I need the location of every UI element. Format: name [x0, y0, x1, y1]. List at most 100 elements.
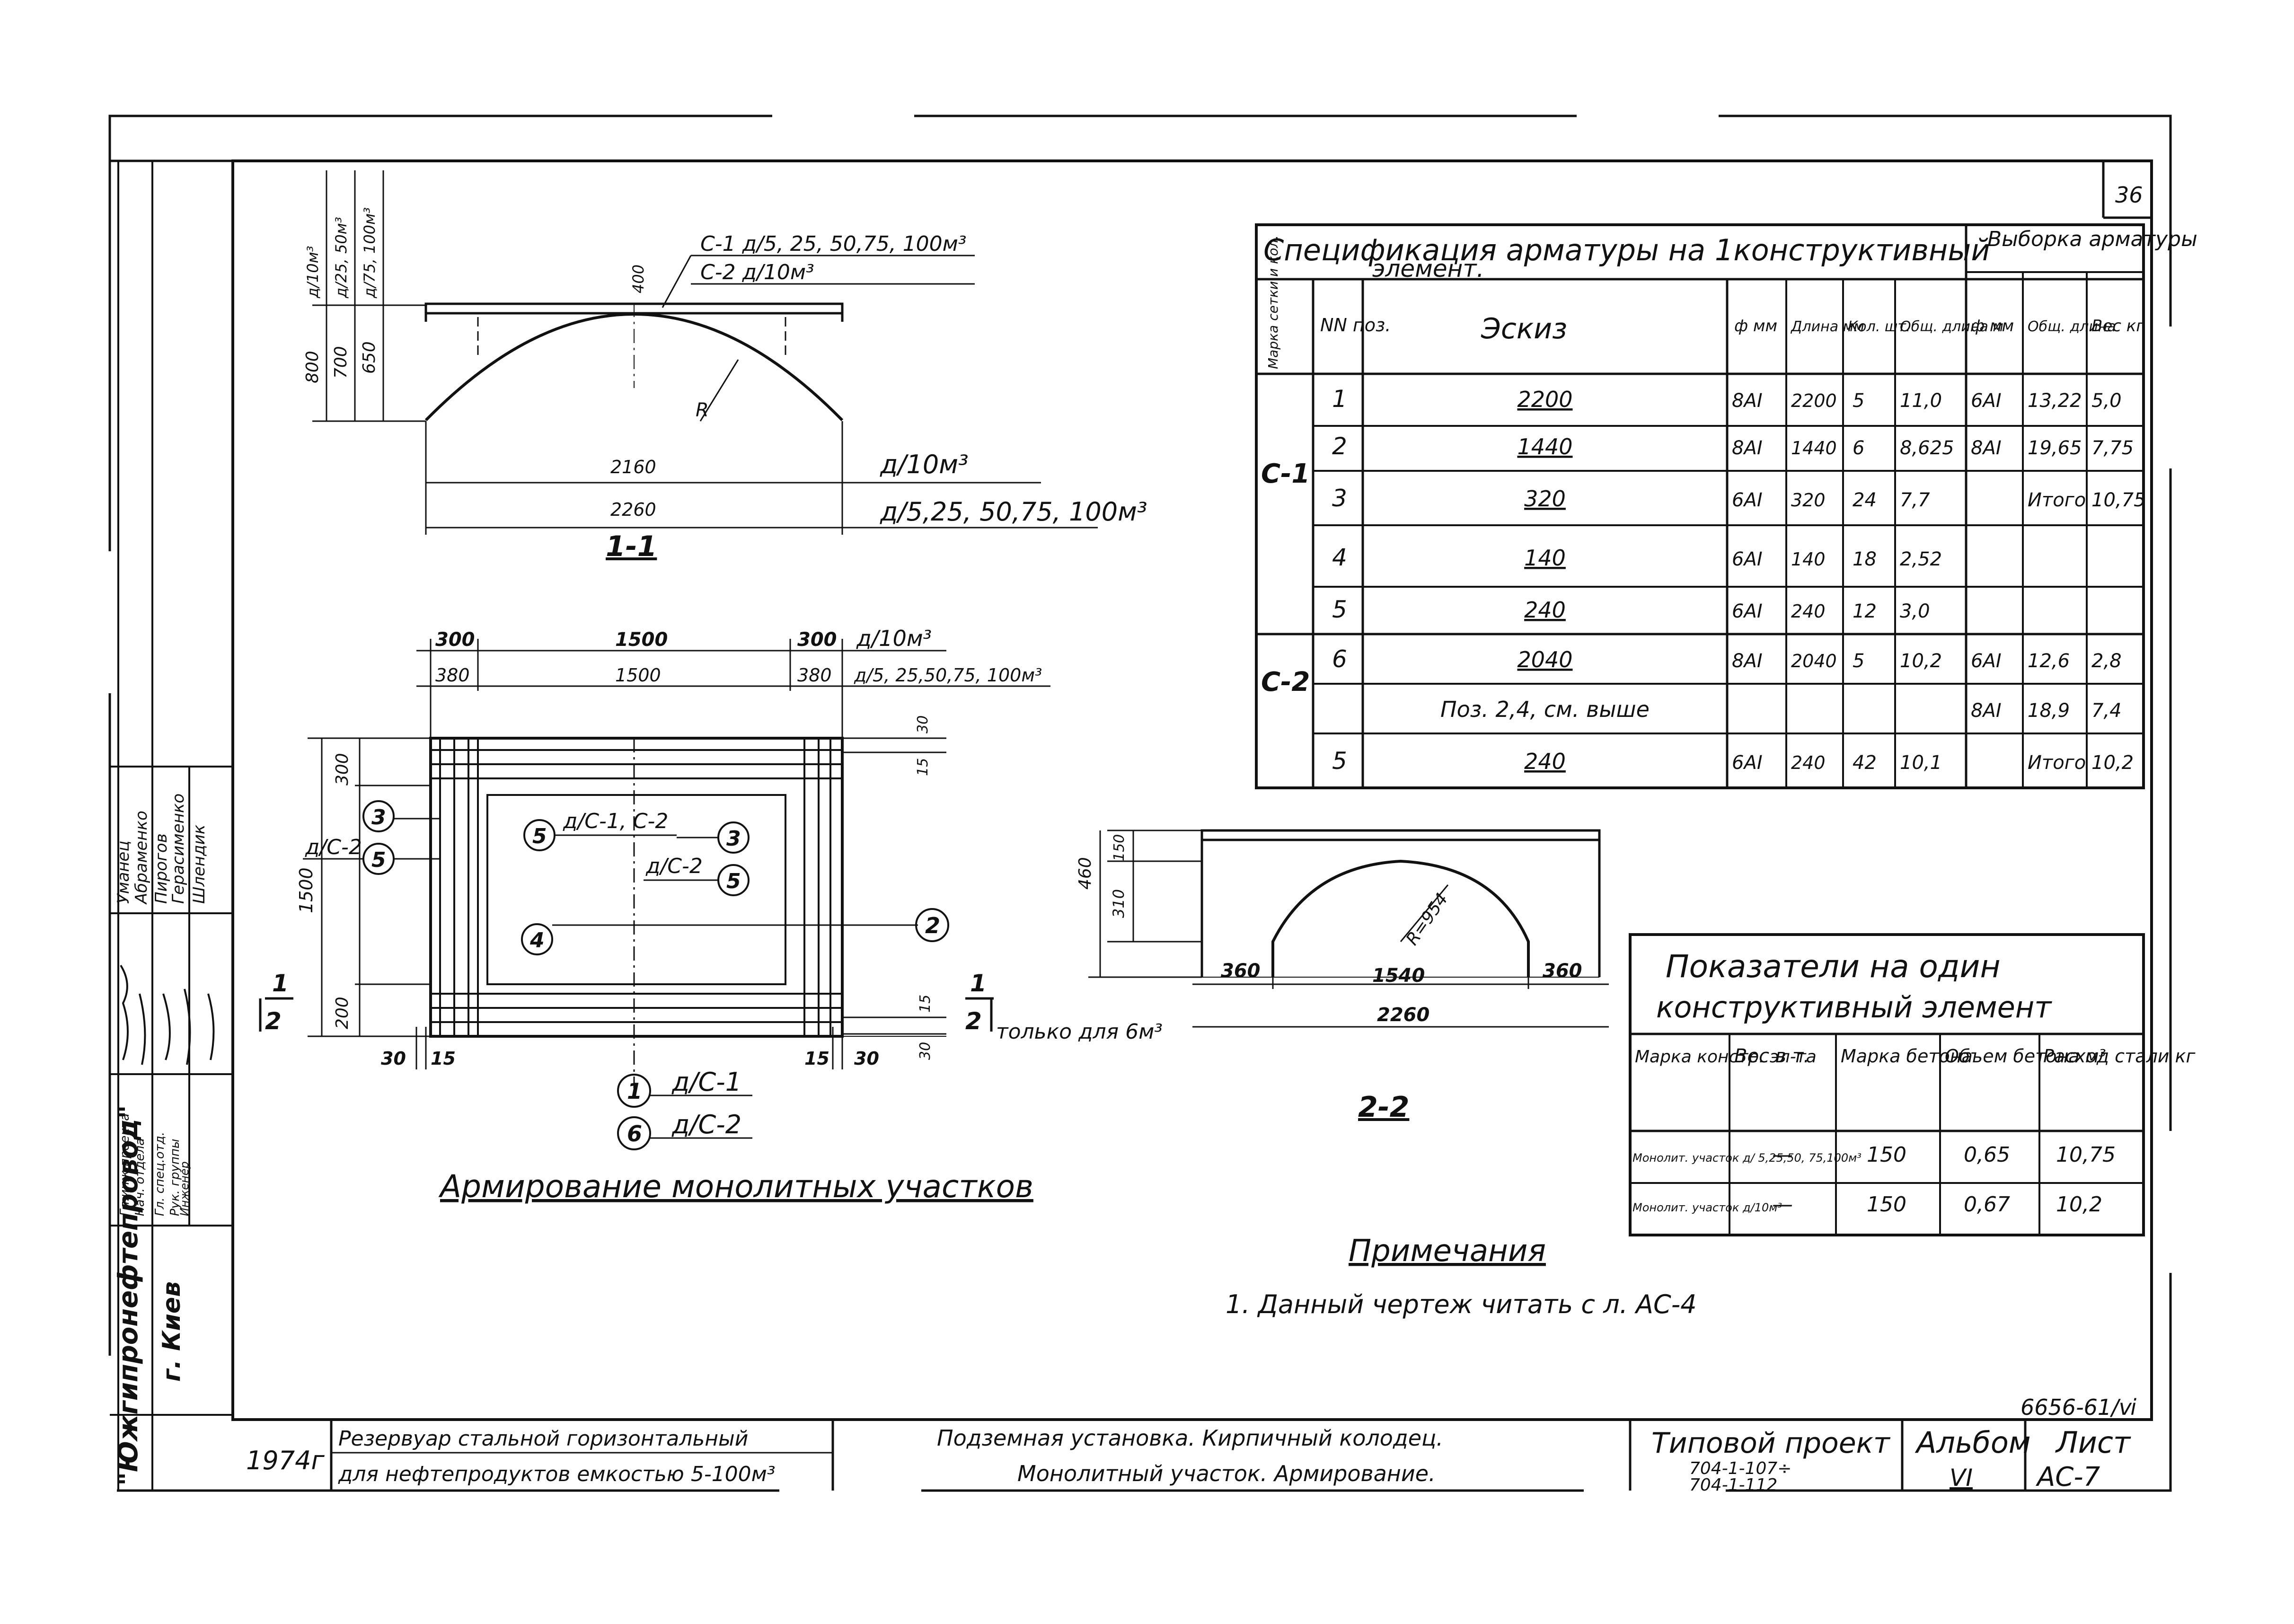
- spec-cell-total: 11,0: [1900, 390, 1942, 412]
- spec-cell-len: 140: [1791, 549, 1826, 570]
- dim-30-br: 30: [854, 1048, 879, 1069]
- label-dc1-bottom: д/С-1: [671, 1067, 741, 1097]
- spec-cell-d: 6AI: [1732, 489, 1763, 511]
- hdr-tot2: Общ. длина: [2028, 318, 2116, 335]
- hdr-sketch: Эскиз: [1481, 312, 1567, 345]
- hdr-pos: NN поз.: [1320, 315, 1391, 335]
- dim-2160: 2160: [610, 457, 656, 477]
- dim-380b: 380: [797, 665, 832, 686]
- hdr-mark: Марка сетки и кол.: [1265, 235, 1281, 369]
- object-line-1: Резервуар стальной горизонтальный: [338, 1427, 748, 1451]
- spec-cell-w: 5,0: [2091, 390, 2122, 412]
- indicator-cell-grade: 150: [1867, 1143, 1906, 1167]
- dim-1500-left: 1500: [296, 867, 317, 913]
- spec-cell-sketch: Поз. 2,4, см. выше: [1440, 697, 1650, 722]
- dim-650: 650: [360, 341, 379, 374]
- hdr-d: ф мм: [1734, 317, 1777, 335]
- year: 1974г: [246, 1446, 325, 1475]
- dim-1540: 1540: [1372, 965, 1425, 987]
- spec-cell-len: 2200: [1791, 390, 1837, 411]
- plan-title: Армирование монолитных участков: [438, 1168, 1033, 1205]
- project-no-2: 704-1-112: [1689, 1475, 1777, 1495]
- dim-700: 700: [331, 346, 351, 379]
- dim-150: 150: [1111, 834, 1128, 861]
- person-0: Уманец: [114, 841, 133, 904]
- callout-5-center: 5: [532, 824, 547, 848]
- dim-1500b: 1500: [615, 665, 661, 686]
- dim-15-br: 15: [804, 1048, 829, 1069]
- sample-title: Выборка арматуры: [1987, 227, 2197, 251]
- label-dc2-right: д/С-2: [645, 854, 703, 878]
- plan-armature: 300 1500 300 д/10м³ 380 1500 380 д/5, 25…: [259, 626, 1163, 1205]
- dim-2260-2: 2260: [1377, 1004, 1429, 1026]
- org-city: г. Киев: [158, 1281, 186, 1382]
- role-4: Инженер: [178, 1161, 191, 1216]
- role-2: Гл. спец.отд.: [153, 1132, 167, 1216]
- album-label: Альбом: [1915, 1425, 2031, 1460]
- spec-cell-d: 6AI: [1732, 600, 1763, 622]
- spec-cell-tot2: 13,22: [2028, 390, 2082, 412]
- spec-cell-w: 10,75: [2091, 489, 2146, 511]
- signature-marks: [120, 964, 215, 1065]
- spec-cell-w: 7,75: [2091, 437, 2134, 459]
- spec-cell-tot2: Итого: [2028, 752, 2086, 774]
- hdr-qty: Кол. шт.: [1848, 318, 1910, 335]
- spec-cell-d: 8AI: [1732, 650, 1763, 672]
- group-c1: С-1: [1261, 459, 1310, 489]
- callout-5-left: 5: [371, 848, 386, 872]
- spec-cell-sketch: 2040: [1517, 647, 1572, 672]
- dim-380a: 380: [435, 665, 470, 686]
- ind-hdr-volume: Объем бетона м³: [1945, 1046, 2106, 1067]
- dim-360-left: 360: [1221, 960, 1261, 982]
- spec-cell-sketch: 240: [1524, 749, 1566, 774]
- drawing-line-1: Подземная установка. Кирпичный колодец.: [937, 1425, 1443, 1451]
- cut-1-left: 1: [272, 970, 289, 997]
- spec-cell-sketch: 140: [1524, 545, 1566, 571]
- spec-cell-qty: 12: [1853, 600, 1877, 622]
- hdr-total: Общ. длина м: [1900, 318, 2003, 335]
- spec-cell-total: 2,52: [1900, 548, 1942, 570]
- indicators-rows: Монолит. участок д/ 5,25,50, 75,100м³ — 15…: [1632, 1143, 2116, 1217]
- spec-cell-pos: 5: [1332, 747, 1347, 775]
- spec-cell-total: 10,2: [1900, 650, 1942, 672]
- spec-cell-tot2: 19,65: [2028, 437, 2082, 459]
- object-line-2: для нефтепродуктов емкостью 5-100м³: [338, 1462, 776, 1486]
- group-c2: С-2: [1261, 667, 1310, 697]
- spec-cell-pos: 2: [1332, 432, 1347, 460]
- ind-hdr-steel: Расход стали кг: [2043, 1046, 2196, 1067]
- dim-400: 400: [629, 265, 647, 293]
- spec-cell-w: 2,8: [2091, 650, 2122, 672]
- indicator-cell-mark: Монолит. участок д/10м³: [1632, 1201, 1782, 1214]
- hdr-d2: ф мм: [1971, 317, 2014, 335]
- indicator-cell-weight: —: [1772, 1192, 1793, 1217]
- dim-300a: 300: [435, 629, 475, 651]
- spec-cell-w: 10,2: [2091, 752, 2134, 774]
- indicator-cell-volume: 0,65: [1964, 1143, 2010, 1167]
- drawing-line-2: Монолитный участок. Армирование.: [1017, 1461, 1436, 1486]
- section-2-2: R=954 460 310 150 360 1540 360 2260 2-2: [1076, 829, 1609, 1124]
- section-1-1: R 800 700 650 д/10м³ д/25, 50м³ д/75, 10…: [303, 170, 1147, 563]
- dim-360-right: 360: [1543, 960, 1582, 982]
- section-1-1-title: 1-1: [606, 530, 657, 563]
- person-1: Абраменко: [132, 811, 151, 905]
- spec-title-2: элемент.: [1372, 255, 1484, 282]
- spec-cell-d: 8AI: [1732, 437, 1763, 459]
- spec-cell-pos: 4: [1332, 544, 1347, 571]
- dim-310: 310: [1110, 889, 1128, 918]
- spec-cell-sketch: 240: [1524, 597, 1566, 623]
- left-stamp: Гл.инж.проекта Нач. отдела Гл. спец.отд.…: [110, 161, 233, 1491]
- indicator-cell-mark: Монолит. участок д/ 5,25,50, 75,100м³: [1632, 1151, 1862, 1165]
- vol-label-3: д/75, 100м³: [361, 207, 379, 299]
- spec-cell-len: 2040: [1791, 651, 1837, 671]
- r954: R=954: [1403, 890, 1452, 949]
- hdr-len: Длина мм: [1790, 318, 1864, 335]
- notes-item-1: 1. Данный чертеж читать с л. АС-4: [1226, 1289, 1697, 1319]
- c2-label: С-2 д/10м³: [700, 260, 814, 284]
